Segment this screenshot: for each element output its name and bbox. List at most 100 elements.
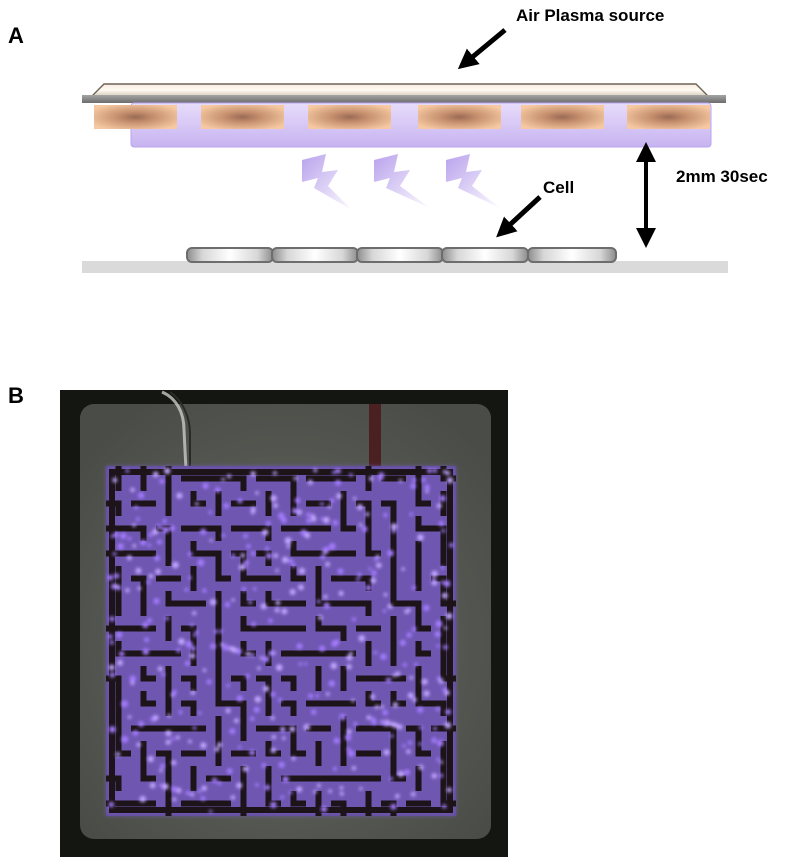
discharge-spot — [221, 478, 224, 481]
discharge-spot — [246, 652, 251, 657]
discharge-spot — [362, 526, 368, 532]
discharge-spot — [136, 743, 140, 747]
discharge-spot — [185, 661, 190, 666]
discharge-spot — [275, 608, 280, 613]
discharge-spot — [431, 571, 437, 577]
discharge-spot — [351, 699, 354, 702]
discharge-spot — [112, 478, 117, 483]
discharge-spot — [422, 679, 428, 685]
discharge-spot — [417, 534, 424, 541]
discharge-spot — [424, 691, 430, 697]
discharge-spot — [417, 707, 423, 713]
discharge-spot — [331, 663, 338, 670]
discharge-spot — [265, 547, 269, 551]
discharge-spot — [138, 492, 144, 498]
discharge-spot — [140, 540, 146, 546]
discharge-spot — [376, 555, 380, 559]
discharge-spot — [273, 471, 277, 475]
cell-dish — [528, 248, 616, 262]
discharge-spot — [296, 786, 302, 792]
cell-pointer-arrow — [502, 197, 540, 232]
discharge-spot — [412, 586, 416, 590]
discharge-spot — [231, 554, 235, 558]
discharge-spot — [311, 514, 315, 518]
discharge-spot — [232, 647, 238, 653]
electrode-pad — [627, 105, 710, 129]
discharge-spot — [198, 711, 201, 714]
discharge-spot — [234, 718, 239, 723]
discharge-spot — [414, 663, 418, 667]
discharge-spot — [198, 789, 202, 793]
discharge-spot — [333, 767, 337, 771]
discharge-spot — [222, 644, 229, 651]
gap-double-arrow — [636, 142, 656, 248]
discharge-spot — [120, 533, 126, 539]
discharge-spot — [399, 479, 402, 482]
discharge-spot — [179, 710, 183, 714]
discharge-spot — [226, 708, 231, 713]
discharge-spot — [154, 556, 160, 562]
discharge-spot — [210, 599, 216, 605]
discharge-spot — [380, 705, 384, 709]
discharge-spot — [251, 471, 256, 476]
discharge-spot — [287, 545, 291, 549]
discharge-spot — [134, 506, 138, 510]
discharge-spot — [323, 547, 329, 553]
discharge-spot — [295, 498, 301, 504]
discharge-spot — [212, 778, 217, 783]
discharge-spot — [201, 796, 206, 801]
discharge-spot — [368, 567, 371, 570]
discharge-spot — [136, 517, 140, 521]
discharge-spot — [346, 655, 352, 661]
discharge-spot — [239, 564, 245, 570]
discharge-spot — [255, 491, 259, 495]
discharge-spot — [237, 695, 243, 701]
discharge-spot — [412, 478, 416, 482]
discharge-spot — [222, 534, 226, 538]
discharge-spot — [336, 493, 342, 499]
discharge-spot — [441, 581, 444, 584]
discharge-spot — [357, 504, 363, 510]
discharge-spot — [390, 804, 396, 810]
discharge-spot — [386, 678, 391, 683]
discharge-spot — [203, 483, 209, 489]
discharge-spot — [167, 714, 171, 718]
discharge-spot — [392, 674, 395, 677]
discharge-spot — [251, 653, 255, 657]
discharge-spot — [325, 562, 330, 567]
discharge-spot — [375, 705, 379, 709]
discharge-spot — [319, 646, 325, 652]
discharge-spot — [190, 793, 194, 797]
discharge-spot — [110, 672, 115, 677]
discharge-spot — [125, 588, 129, 592]
discharge-spot — [262, 763, 267, 768]
discharge-spot — [324, 595, 328, 599]
discharge-spot — [243, 766, 249, 772]
discharge-spot — [241, 553, 245, 557]
electrode-pad — [418, 105, 501, 129]
discharge-spot — [119, 651, 124, 656]
discharge-spot — [436, 758, 440, 762]
discharge-spot — [270, 495, 276, 501]
discharge-spot — [176, 493, 182, 499]
discharge-spot — [422, 478, 426, 482]
discharge-spot — [275, 569, 278, 572]
discharge-spot — [318, 615, 323, 620]
panel-b-letter: B — [8, 383, 24, 408]
discharge-spot — [197, 559, 204, 566]
discharge-spot — [143, 648, 150, 655]
discharge-spot — [313, 790, 317, 794]
discharge-spot — [400, 640, 406, 646]
discharge-spot — [130, 675, 136, 681]
discharge-spot — [150, 783, 156, 789]
discharge-spot — [290, 589, 296, 595]
discharge-spot — [352, 617, 356, 621]
discharge-spot — [115, 584, 119, 588]
panel-b: B — [8, 383, 508, 857]
discharge-spot — [437, 740, 444, 747]
discharge-spot — [304, 533, 310, 539]
discharge-spot — [266, 553, 272, 559]
discharge-spot — [132, 544, 136, 548]
discharge-spot — [109, 616, 114, 621]
discharge-spot — [393, 723, 399, 729]
